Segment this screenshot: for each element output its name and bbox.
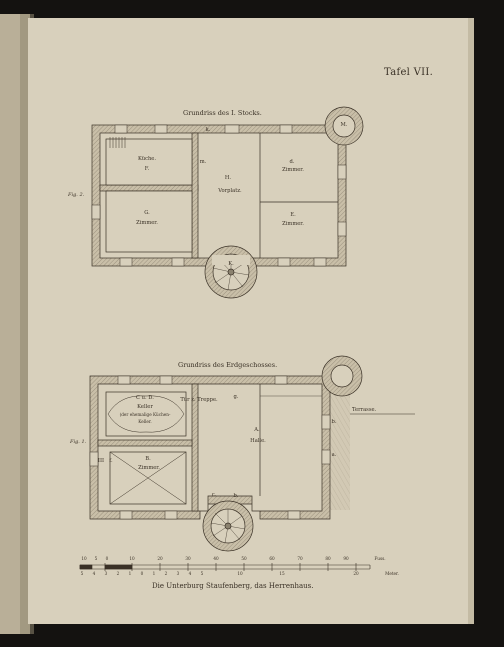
scale-bottom-8: 3 [176, 571, 180, 576]
scale-top-4: 20 [157, 556, 163, 561]
scale-bottom-4: 1 [128, 571, 132, 576]
ground-floor-plan [89, 355, 415, 552]
scale-bottom-7: 2 [164, 571, 168, 576]
room-kueche-letter: F. [144, 166, 150, 172]
room-vorplatz-letter: H. [224, 175, 232, 181]
mark-a: a. [331, 452, 337, 458]
room-vorplatz-name: Vorplatz. [218, 188, 242, 194]
scale-bottom-unit: Meter. [385, 571, 399, 576]
scale-bottom-3: 2 [116, 571, 120, 576]
mark-m-upper: m. [199, 159, 207, 165]
mark-treppe: Tür z. Treppe. [180, 397, 218, 403]
scale-top-2: 0 [105, 556, 109, 561]
mark-g: g. [233, 394, 239, 400]
mark-b-bottom: b. [233, 493, 239, 499]
scale-bottom-6: 1 [152, 571, 156, 576]
plate-label: Tafel VII. [384, 67, 434, 78]
room-keller-name: Keller [137, 404, 153, 410]
room-keller-note2: Keller. [138, 419, 152, 424]
room-keller-letter: C u. D. [136, 395, 154, 401]
room-zimmer-e-letter: E. [290, 212, 296, 218]
mark-c: c. [211, 492, 217, 498]
room-halle-name: Halle. [250, 438, 266, 444]
scale-top-9: 70 [297, 556, 303, 561]
mark-k-upper: k. [205, 127, 211, 133]
scale-bottom-2: 3 [104, 571, 108, 576]
upper-plan-title: Grundriss des I. Stocks. [183, 109, 262, 117]
room-zimmer-d-letter: d. [289, 159, 295, 165]
scale-top-8: 60 [269, 556, 275, 561]
mark-iii: III [97, 458, 105, 464]
scale-top-unit: Fuss. [374, 556, 386, 561]
terrace-ground [328, 388, 350, 510]
scale-bottom-5: 0 [140, 571, 144, 576]
scale-bottom-12: 15 [279, 571, 285, 576]
room-zimmer-e-name: Zimmer. [282, 221, 304, 227]
scale-bottom-10: 5 [200, 571, 204, 576]
scale-top-3: 10 [129, 556, 135, 561]
scale-top-10: 80 [325, 556, 331, 561]
scale-top-11: 90 [343, 556, 349, 561]
mark-tower-upper: M. [340, 122, 348, 128]
room-halle-letter: A. [254, 427, 260, 433]
room-zimmer-b-name: Zimmer. [138, 465, 160, 471]
mark-stair-upper: K. [228, 261, 234, 267]
scale-bottom-13: 20 [353, 571, 359, 576]
room-zimmer-g-name: Zimmer. [136, 220, 158, 226]
mark-b-right: b. [331, 419, 337, 425]
plate-caption: Die Unterburg Staufenberg, das Herrenhau… [152, 582, 314, 590]
upper-floor-plan [91, 106, 364, 299]
room-zimmer-g-letter: G. [144, 210, 150, 216]
room-keller-note: (der ehemalige Küchen- [119, 412, 171, 417]
scale-top-6: 40 [213, 556, 219, 561]
scale-top-0: 10 [81, 556, 87, 561]
scale-top-1: 5 [94, 556, 98, 561]
mark-f: f. [109, 458, 113, 464]
scale-bottom-1: 4 [92, 571, 96, 576]
upper-figure-label: Fig. 2. [68, 192, 85, 198]
terrace-label: Terrasse. [352, 407, 377, 413]
scale-bottom-9: 4 [188, 571, 192, 576]
scale-bottom-0: 5 [80, 571, 84, 576]
room-zimmer-d-name: Zimmer. [282, 167, 304, 173]
scale-top-7: 50 [241, 556, 247, 561]
scale-bar [79, 563, 371, 571]
scale-bottom-11: 10 [237, 571, 243, 576]
scale-top-5: 30 [185, 556, 191, 561]
ground-figure-label: Fig. 1. [70, 439, 87, 445]
room-zimmer-b-letter: B. [145, 456, 151, 462]
room-kueche-name: Küche. [137, 156, 157, 162]
ground-plan-title: Grundriss des Erdgeschosses. [178, 361, 278, 369]
